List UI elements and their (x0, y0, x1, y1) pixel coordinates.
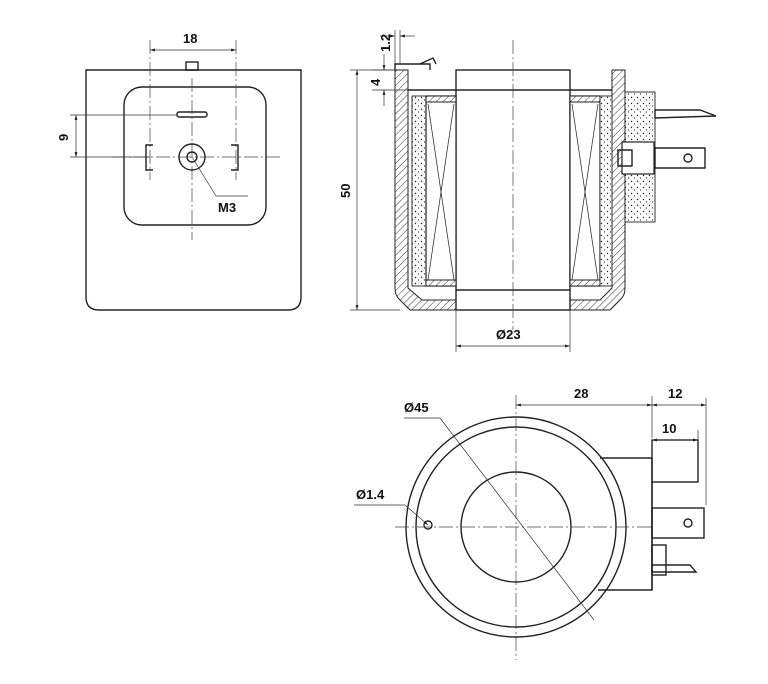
terminal-pin-upper (654, 109, 717, 119)
top-nub (185, 61, 199, 71)
width-dim-label: 18 (183, 31, 197, 46)
top-view: Ø45 Ø1.4 28 12 10 (354, 386, 707, 660)
housing-left-wall (394, 69, 457, 311)
coil-body-outline (85, 69, 302, 311)
bore-dim-label: Ø23 (496, 327, 521, 342)
tab-dim-label: 10 (662, 421, 676, 436)
step-dim-label: 4 (368, 78, 383, 86)
small-hole (423, 520, 433, 530)
outer-dia-label: Ø45 (404, 400, 429, 415)
ground-slot (176, 111, 208, 118)
tab-upper (651, 507, 705, 539)
left-potting (411, 95, 427, 287)
terminal-pin-middle (654, 147, 706, 169)
section-view: 50 4 1.2 Ø23 (338, 30, 717, 352)
height-dim-label: 9 (56, 134, 71, 141)
thread-label: M3 (218, 200, 236, 215)
flange-dim-label: 1.2 (378, 34, 393, 52)
screw-hole (186, 151, 198, 163)
section-height-dim: 50 (338, 184, 353, 198)
front-view: M3 18 9 (56, 31, 302, 311)
connector-face (123, 86, 267, 226)
connector-dim-label: 12 (668, 386, 682, 401)
hole-dia-label: Ø1.4 (356, 487, 385, 502)
right-potting (599, 95, 613, 287)
offset-dim-label: 28 (574, 386, 588, 401)
screw-head (178, 143, 206, 171)
